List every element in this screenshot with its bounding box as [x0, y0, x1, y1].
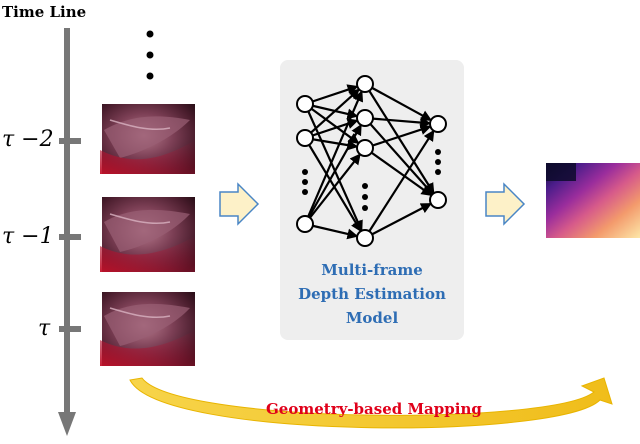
tick-tau — [59, 326, 81, 332]
nn-node-hidden — [356, 229, 374, 247]
nn-ellipsis-input — [302, 189, 308, 195]
tick-tau-minus-2 — [59, 138, 81, 144]
tick-label-tau-minus-2: τ −2 — [2, 127, 54, 152]
nn-edge — [304, 103, 360, 144]
tick-tau-minus-1 — [59, 234, 81, 240]
nn-ellipsis-hidden — [362, 194, 368, 200]
nn-node-hidden — [356, 139, 374, 157]
frame-tau — [100, 292, 195, 366]
tick-label-tau: τ — [38, 316, 51, 341]
input-flow-arrow — [219, 182, 260, 226]
mapping-curve-arrow — [129, 377, 613, 429]
mapping-label: Geometry-based Mapping — [266, 400, 482, 418]
timeline-axis — [58, 28, 76, 436]
model-label-line-1: Multi-frame — [321, 261, 423, 279]
depth-map — [546, 163, 640, 238]
tick-label-tau-minus-1: τ −1 — [2, 224, 54, 249]
timeline-ticks — [59, 138, 81, 332]
frame-tau-minus-1 — [100, 197, 195, 272]
nn-edge — [364, 83, 435, 195]
nn-node-input — [296, 215, 314, 233]
nn-edge — [364, 83, 433, 121]
timeline-title: Time Line — [2, 3, 87, 21]
nn-edge — [364, 124, 432, 150]
nn-edge — [364, 147, 433, 197]
nn-ellipsis-output — [435, 159, 441, 165]
nn-edge — [304, 123, 362, 225]
nn-edge — [303, 90, 364, 225]
nn-node-output — [429, 191, 447, 209]
nn-ellipsis-output — [435, 149, 441, 155]
nn-ellipsis-input — [302, 169, 308, 175]
nn-ellipsis-input — [302, 179, 308, 185]
nn-edge — [364, 129, 435, 239]
nn-ellipsis-output — [435, 169, 441, 175]
nn-node-input — [296, 95, 314, 113]
nn-edge — [304, 88, 360, 139]
nn-node-hidden — [356, 75, 374, 93]
nn-ellipsis-hidden — [362, 183, 368, 189]
output-flow-arrow — [485, 182, 526, 226]
nn-edge — [364, 203, 432, 239]
nn-edge — [304, 153, 361, 225]
nn-node-hidden — [356, 109, 374, 127]
nn-ellipsis-hidden — [362, 205, 368, 211]
nn-edge — [364, 116, 432, 129]
frame-tau-minus-2 — [100, 104, 195, 174]
nn-node-input — [296, 129, 314, 147]
nn-edge — [304, 137, 362, 233]
model-label-line-2: Depth Estimation — [298, 285, 446, 303]
nn-node-output — [429, 115, 447, 133]
model-label-line-3: Model — [345, 309, 399, 327]
nn-edge — [364, 117, 434, 195]
nn-edge — [304, 84, 359, 106]
model-label: Multi-frame Depth Estimation Model — [280, 258, 464, 330]
frames-ellipsis — [146, 30, 154, 80]
nn-edge — [303, 103, 363, 232]
